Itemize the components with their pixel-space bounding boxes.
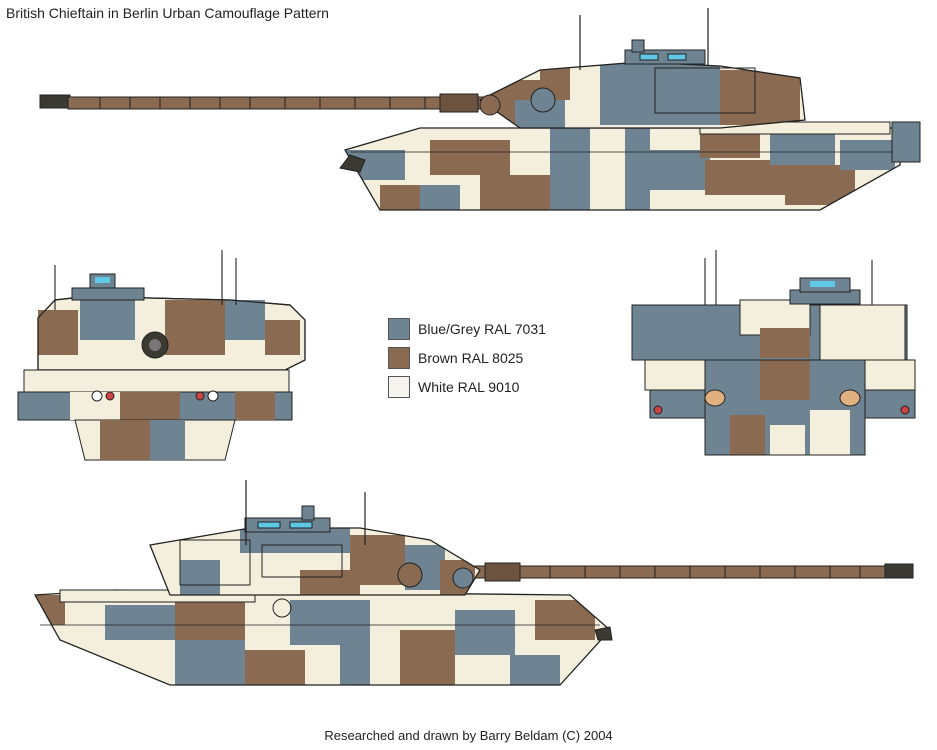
gun-barrel-right (474, 562, 914, 582)
legend-item-white: White RAL 9010 (388, 376, 546, 398)
color-legend: Blue/Grey RAL 7031 Brown RAL 8025 White … (388, 318, 546, 405)
hull-camouflage (345, 128, 900, 210)
legend-label: White RAL 9010 (418, 379, 520, 395)
tank-side-view-left-facing (39, 8, 921, 211)
turret-camouflage-right (150, 528, 480, 595)
tank-rear-view (631, 250, 916, 456)
legend-item-bluegrey: Blue/Grey RAL 7031 (388, 318, 546, 340)
tank-side-view-right-facing (33, 480, 914, 686)
legend-swatch (388, 318, 410, 340)
tank-front-view (17, 250, 306, 461)
legend-swatch (388, 376, 410, 398)
hull-camouflage-right (35, 590, 610, 685)
legend-item-brown: Brown RAL 8025 (388, 347, 546, 369)
credit-line: Researched and drawn by Barry Beldam (C)… (324, 728, 613, 743)
gun-barrel (39, 93, 499, 113)
legend-label: Blue/Grey RAL 7031 (418, 321, 546, 337)
legend-label: Brown RAL 8025 (418, 350, 524, 366)
diagram-title: British Chieftain in Berlin Urban Camouf… (6, 5, 329, 21)
legend-swatch (388, 347, 410, 369)
